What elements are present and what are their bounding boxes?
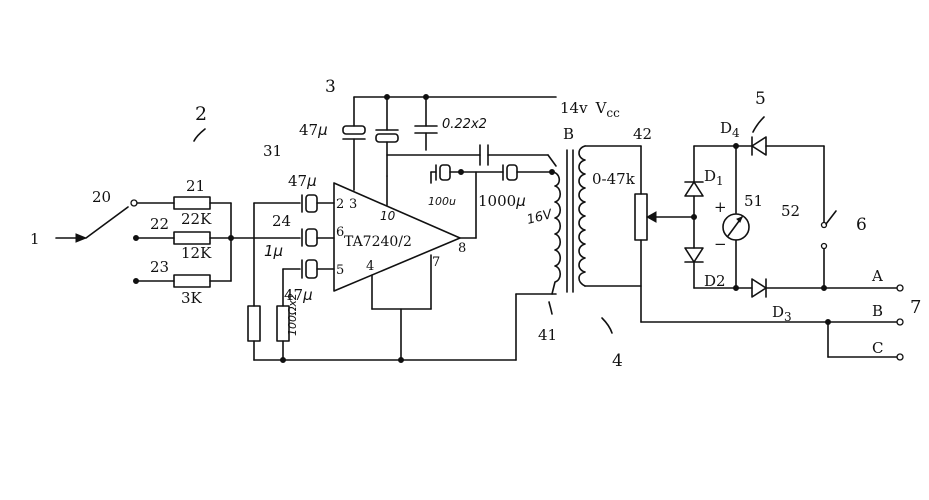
label-mu-5: μ bbox=[515, 192, 526, 210]
svg-text:47μ: 47μ bbox=[288, 172, 317, 190]
bias-resistor-left bbox=[247, 202, 261, 361]
label-pot: 0-47k bbox=[592, 170, 636, 188]
supply-rail bbox=[353, 94, 557, 100]
label-vcc-sub: cc bbox=[606, 106, 620, 120]
output-terminals bbox=[821, 284, 904, 361]
label-ref-41: 41 bbox=[538, 326, 557, 344]
label-pin-7: 7 bbox=[432, 255, 440, 270]
meter-51 bbox=[722, 145, 750, 289]
label-pin-8: 8 bbox=[458, 241, 466, 256]
label-c-16v: 16V bbox=[525, 207, 554, 228]
diode-d4 bbox=[735, 136, 825, 156]
label-r-3k: 3K bbox=[181, 289, 203, 307]
label-ref-1: 1 bbox=[30, 230, 40, 248]
label-ref-31: 31 bbox=[263, 142, 282, 160]
label-pin-6: 6 bbox=[336, 225, 344, 240]
diode-d1 bbox=[684, 145, 704, 249]
label-transformer-b: B bbox=[563, 125, 574, 143]
labels: 1 2 20 21 22 23 22K 12K 3K 3 31 24 47μ 1… bbox=[30, 77, 921, 371]
label-c-022: 0.22x2 bbox=[442, 117, 487, 132]
label-pin-5: 5 bbox=[336, 263, 344, 278]
capacitor-1000u bbox=[502, 164, 555, 181]
label-ref-5: 5 bbox=[755, 89, 766, 109]
label-ref-24: 24 bbox=[272, 212, 291, 230]
svg-text:47μ: 47μ bbox=[284, 286, 313, 304]
input-selector-switch bbox=[55, 199, 175, 284]
label-ref-21: 21 bbox=[186, 177, 205, 195]
label-out-b: B bbox=[872, 302, 883, 320]
diode-d2 bbox=[684, 247, 704, 289]
label-d4: D bbox=[720, 119, 732, 137]
label-c-1000u: 1000 bbox=[478, 192, 516, 210]
label-d4-sub: 4 bbox=[732, 126, 740, 140]
supply-capacitor-47u bbox=[342, 96, 366, 191]
label-c-100u: 100u bbox=[428, 195, 456, 208]
svg-text:D3: D3 bbox=[772, 303, 792, 324]
label-d2: D2 bbox=[704, 272, 726, 290]
label-c-1u: 1 bbox=[264, 242, 274, 260]
label-ref-6: 6 bbox=[856, 215, 867, 235]
input-capacitor-pin2 bbox=[253, 194, 335, 213]
label-pin-4: 4 bbox=[366, 259, 374, 274]
label-ref-52: 52 bbox=[781, 202, 800, 220]
label-vcc: V bbox=[595, 99, 608, 117]
label-meter-minus: − bbox=[714, 235, 727, 253]
svg-text:47μ: 47μ bbox=[299, 121, 328, 139]
leader-lines bbox=[193, 116, 765, 334]
output-transformer bbox=[551, 145, 642, 295]
label-out-a: A bbox=[871, 267, 883, 285]
label-ref-7: 7 bbox=[910, 297, 921, 318]
label-ref-23: 23 bbox=[150, 258, 169, 276]
label-mu-2: μ bbox=[273, 242, 284, 260]
label-pin-10: 10 bbox=[380, 209, 396, 223]
label-c-47u-top: 47 bbox=[299, 121, 318, 139]
svg-text:D1: D1 bbox=[704, 167, 724, 188]
label-r-100: 100Ωx2 bbox=[286, 293, 299, 336]
switch-6 bbox=[820, 145, 837, 289]
label-ref-42: 42 bbox=[633, 125, 652, 143]
label-ref-22: 22 bbox=[150, 215, 169, 233]
bootstrap-capacitor bbox=[386, 144, 557, 167]
label-d1-sub: 1 bbox=[716, 174, 724, 188]
label-r-12k: 12K bbox=[181, 244, 212, 262]
diode-d3 bbox=[735, 278, 825, 298]
label-pin-3: 3 bbox=[349, 197, 357, 212]
supply-capacitor-0.22-a bbox=[375, 96, 399, 177]
label-c-47u-in1: 47 bbox=[288, 172, 307, 190]
label-meter-plus: + bbox=[714, 198, 727, 216]
svg-text:D4: D4 bbox=[720, 119, 740, 140]
label-ref-2: 2 bbox=[195, 103, 207, 125]
label-mu-1: μ bbox=[306, 172, 317, 190]
label-mu-3: μ bbox=[302, 286, 313, 304]
label-d1: D bbox=[704, 167, 716, 185]
label-d3-sub: 3 bbox=[784, 310, 792, 324]
label-r-22k: 22K bbox=[181, 210, 212, 228]
svg-text:1μ: 1μ bbox=[264, 242, 283, 260]
resistor-12k bbox=[173, 231, 301, 245]
label-ref-3: 3 bbox=[325, 77, 336, 97]
resistor-22k bbox=[173, 196, 232, 210]
label-supply: 14v bbox=[560, 99, 588, 117]
label-pin-2: 2 bbox=[336, 197, 344, 212]
label-ref-4: 4 bbox=[612, 351, 623, 371]
capacitor-100u bbox=[430, 164, 504, 184]
resistor-3k bbox=[173, 274, 232, 288]
potentiometer bbox=[634, 145, 829, 323]
label-ref-51: 51 bbox=[744, 192, 763, 210]
label-out-c: C bbox=[872, 339, 883, 357]
label-d3: D bbox=[772, 303, 784, 321]
input-capacitor-pin5 bbox=[282, 259, 335, 279]
label-ref-20: 20 bbox=[92, 188, 111, 206]
svg-text:1000μ: 1000μ bbox=[478, 192, 526, 210]
label-c-47u-in3: 47 bbox=[284, 286, 303, 304]
label-ic-name: TA7240/2 bbox=[344, 234, 412, 250]
label-mu-4: μ bbox=[317, 121, 328, 139]
input-capacitor-pin6 bbox=[301, 228, 335, 247]
amplifier-ic bbox=[333, 171, 477, 310]
supply-capacitor-0.22-b bbox=[414, 96, 438, 151]
bias-resistor-right bbox=[276, 268, 290, 361]
